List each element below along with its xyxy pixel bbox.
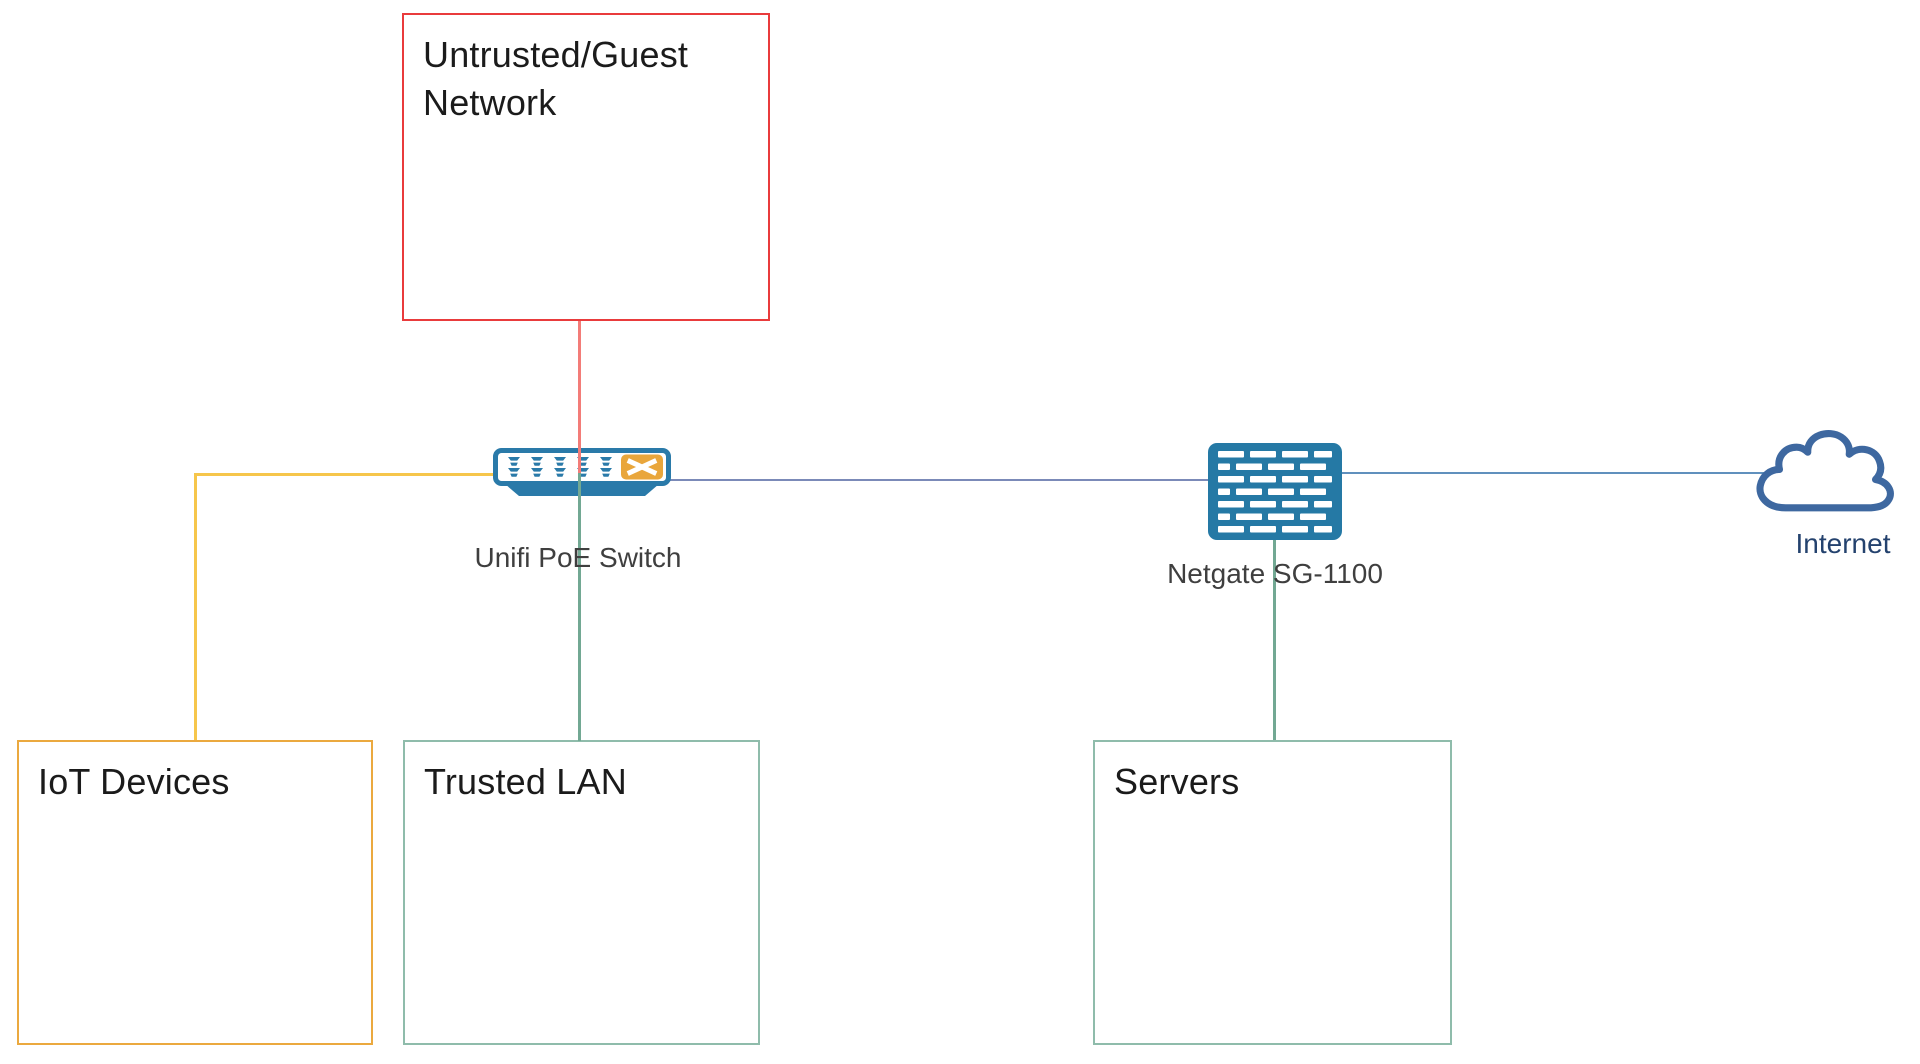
firewall-icon <box>1208 443 1342 540</box>
zone-label-untrusted: Untrusted/Guest Network <box>423 34 689 123</box>
poe-switch-icon <box>493 448 671 500</box>
firewall-label: Netgate SG-1100 <box>1167 558 1383 589</box>
uplink-module-accent <box>621 454 663 480</box>
zone-trusted-lan: Trusted LAN <box>403 740 760 1045</box>
zone-label-servers: Servers <box>1114 761 1240 802</box>
internet-label: Internet <box>1795 528 1891 559</box>
zone-label-iot: IoT Devices <box>38 761 230 802</box>
connector-switch-to-firewall <box>669 479 1208 481</box>
zone-label-trusted-lan: Trusted LAN <box>424 761 627 802</box>
zone-servers: Servers <box>1093 740 1452 1045</box>
zone-untrusted-guest-network: Untrusted/Guest Network <box>402 13 770 321</box>
connector-firewall-to-servers <box>1273 537 1276 741</box>
switch-label: Unifi PoE Switch <box>474 542 682 573</box>
connector-untrusted-to-switch <box>578 321 581 473</box>
connector-iot-to-switch-vertical <box>194 473 197 742</box>
connector-firewall-to-internet <box>1342 472 1774 474</box>
connector-switch-to-trusted-lan <box>578 473 581 741</box>
connector-iot-to-switch-horizontal <box>194 473 496 476</box>
zone-iot-devices: IoT Devices <box>17 740 373 1045</box>
cloud-icon <box>1752 427 1904 523</box>
